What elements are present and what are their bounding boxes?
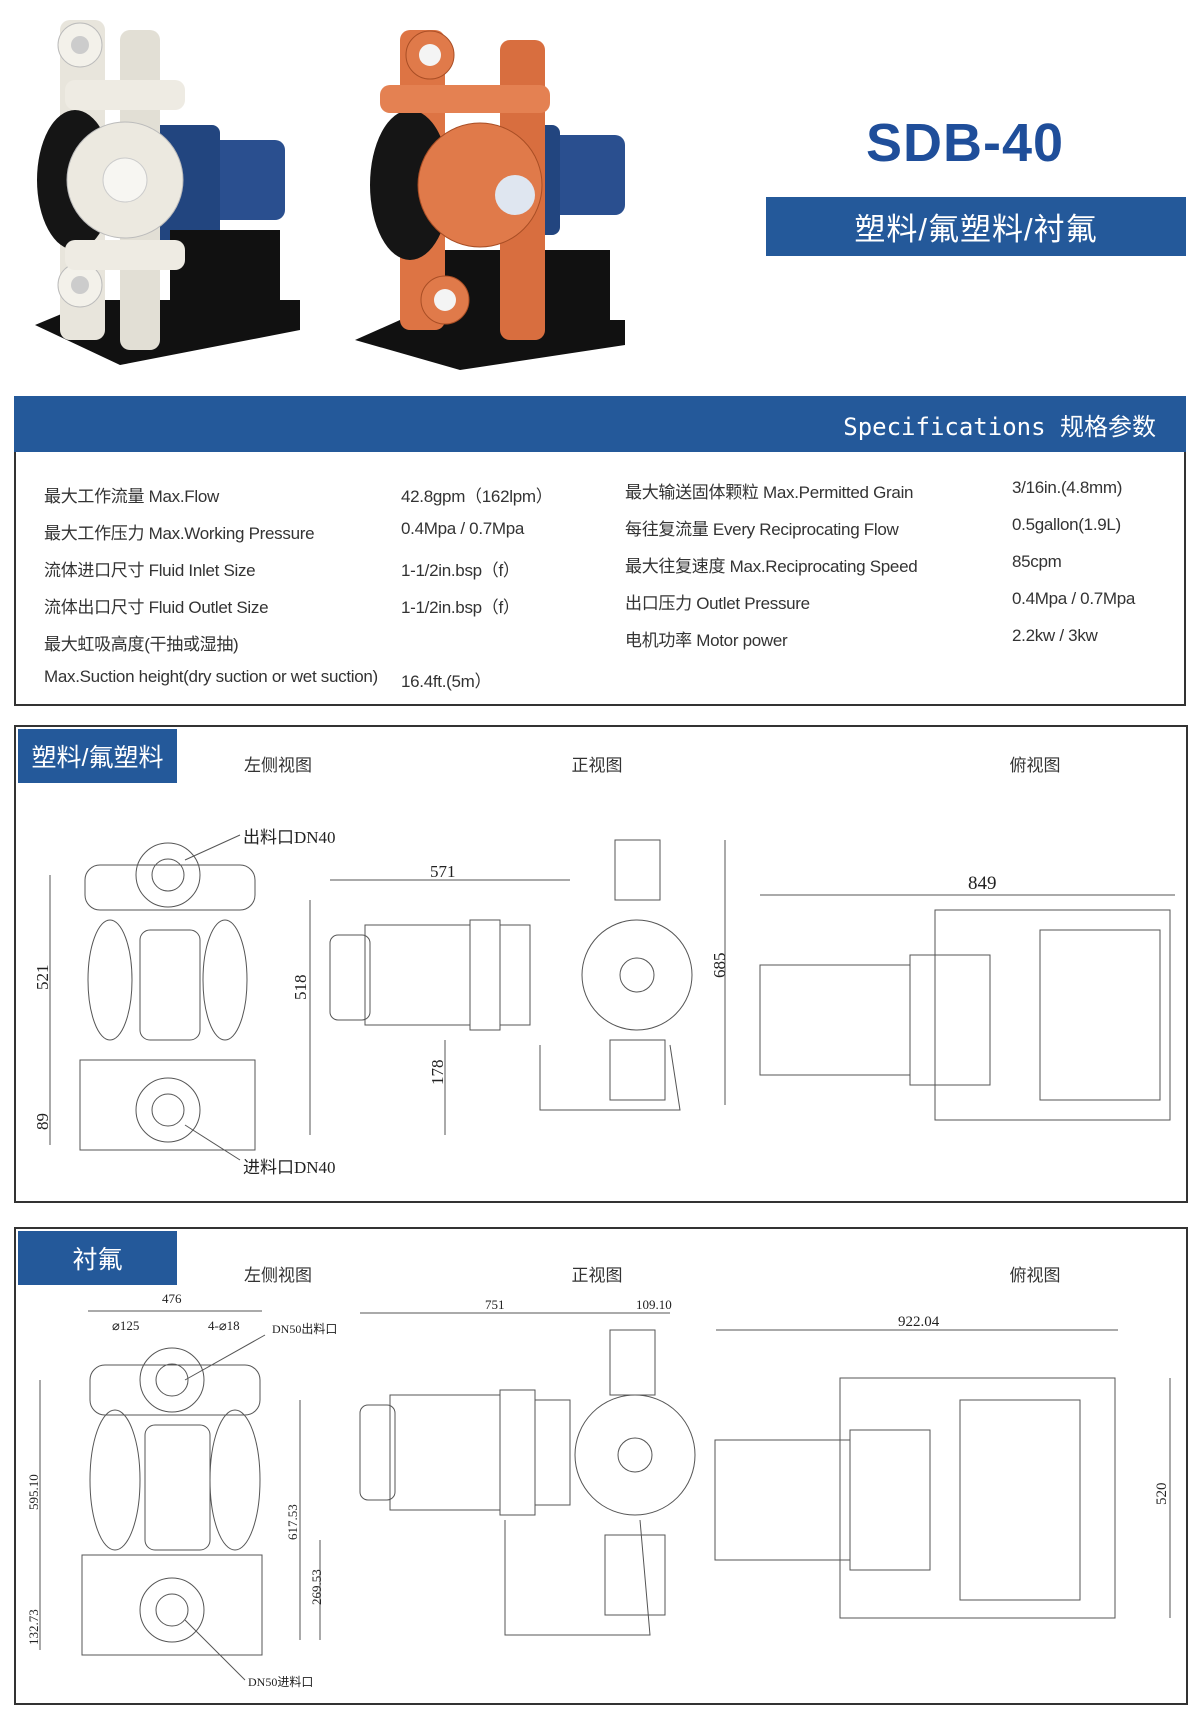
section-tab-plastic: 塑料/氟塑料 [18,729,177,783]
spec-label: 最大工作压力 Max.Working Pressure [44,524,315,543]
spec-value: 2.2kw / 3kw [1012,626,1098,645]
white-pump-image [35,20,300,365]
view-title-front: 正视图 [571,1266,623,1285]
materials-banner: 塑料/氟塑料/衬氟 [766,197,1186,256]
spec-label: 出口压力 Outlet Pressure [625,594,810,613]
view-title-left: 左侧视图 [244,756,312,775]
specifications-header: Specifications 规格参数 [14,396,1186,452]
spec-label: 每往复流量 Every Reciprocating Flow [625,520,899,539]
orange-pump-image [355,30,625,370]
view-title-front: 正视图 [571,756,623,775]
spec-value: 0.4Mpa / 0.7Mpa [401,519,525,538]
spec-value: 85cpm [1012,552,1062,571]
spec-label: Max.Suction height(dry suction or wet su… [44,667,378,686]
model-title: SDB-40 [865,113,1065,173]
section-tab-lined: 衬氟 [18,1231,177,1285]
spec-label: 电机功率 Motor power [625,631,788,650]
spec-label: 最大往复速度 Max.Reciprocating Speed [625,557,918,576]
spec-value: 16.4ft.(5m） [401,672,492,691]
spec-label: 最大输送固体颗粒 Max.Permitted Grain [625,483,914,502]
specifications-table [14,452,1186,706]
spec-value: 42.8gpm（162lpm） [401,487,553,506]
lined-drawing-section: 衬氟 左侧视图 正视图 俯视图 [14,1227,1188,1705]
view-title-top: 俯视图 [1009,1266,1061,1285]
spec-value: 3/16in.(4.8mm) [1012,478,1123,497]
spec-label: 流体出口尺寸 Fluid Outlet Size [44,598,269,617]
spec-label: 最大工作流量 Max.Flow [44,487,219,506]
spec-label: 流体进口尺寸 Fluid Inlet Size [44,561,256,580]
view-title-top: 俯视图 [1009,756,1061,775]
view-title-left: 左侧视图 [244,1266,312,1285]
plastic-drawing-section: 塑料/氟塑料 左侧视图 正视图 俯视图 [14,725,1188,1203]
spec-value: 0.5gallon(1.9L) [1012,515,1121,534]
product-images [35,20,625,370]
spec-value: 1-1/2in.bsp（f） [401,561,520,580]
spec-value: 1-1/2in.bsp（f） [401,598,520,617]
spec-value: 0.4Mpa / 0.7Mpa [1012,589,1136,608]
spec-label: 最大虹吸高度(干抽或湿抽) [44,635,239,654]
